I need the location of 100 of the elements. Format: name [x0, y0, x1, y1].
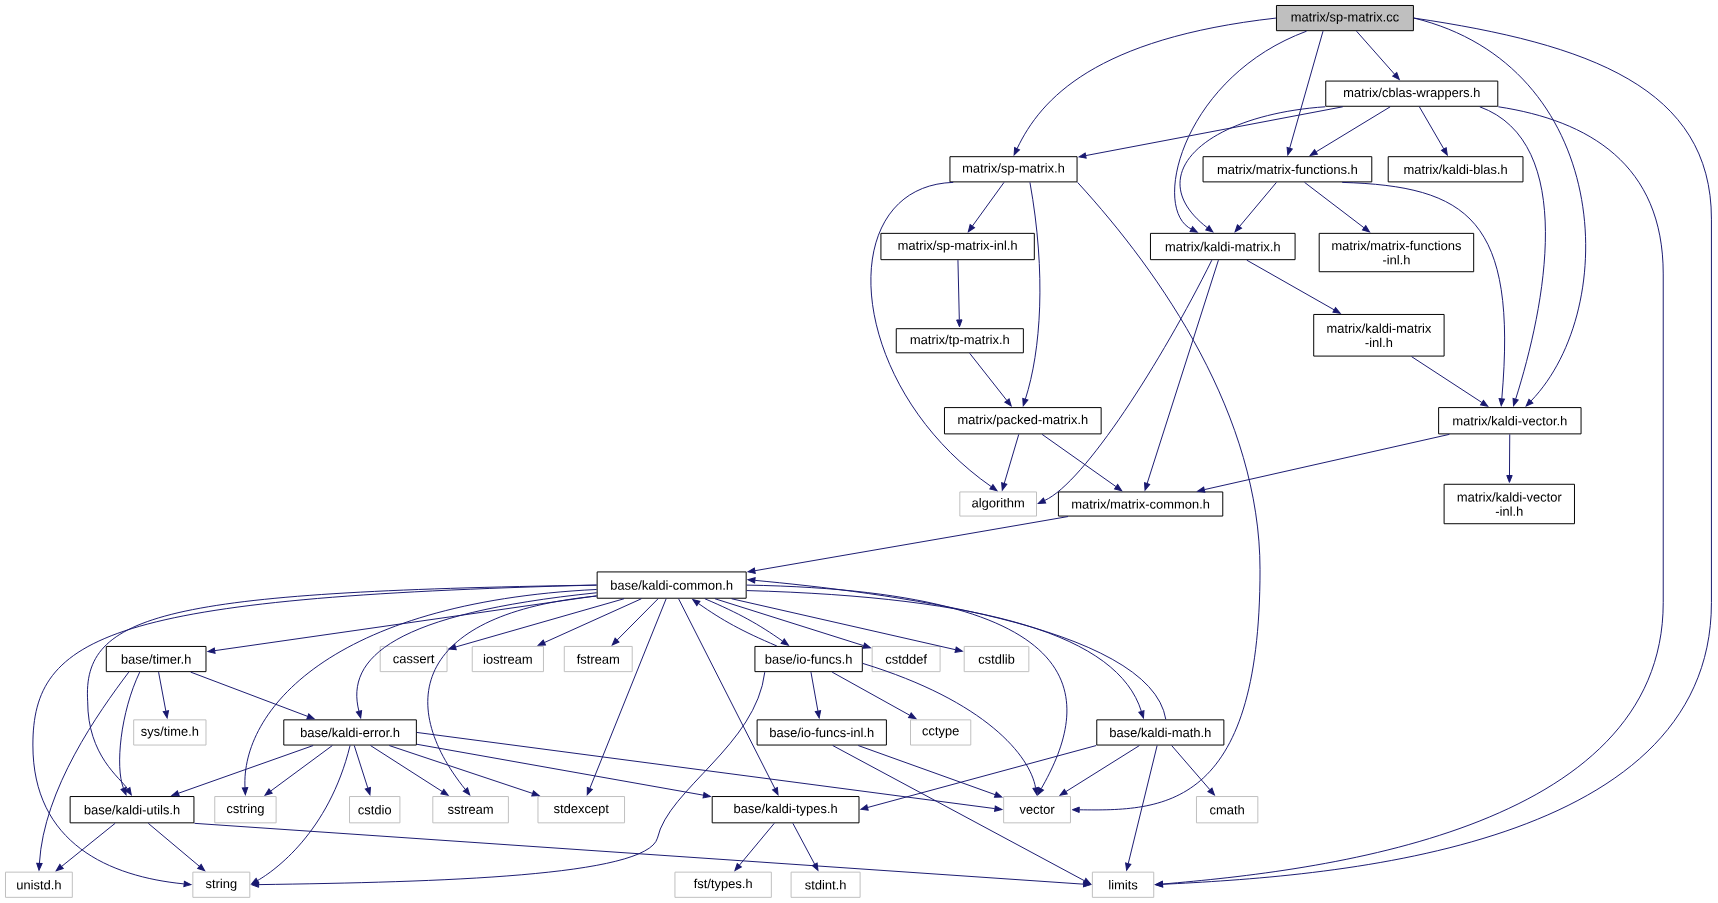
header-box: iostream: [471, 646, 544, 673]
file-box: matrix/kaldi-blas.h: [1387, 156, 1524, 183]
arrow: [831, 671, 917, 720]
header-box: cstdlib: [963, 646, 1030, 673]
arrow: [207, 595, 598, 654]
file-box: matrix/kaldi-vector.h: [1438, 407, 1582, 435]
arrow: [692, 599, 778, 647]
header-box: cmath: [1196, 796, 1259, 824]
arrow: [1506, 433, 1513, 483]
header-box: vector: [1003, 796, 1071, 824]
file-box: base/kaldi-types.h: [711, 796, 860, 824]
arrow: [1418, 106, 1448, 156]
header-box: algorithm: [959, 491, 1037, 517]
arrow: [427, 595, 598, 796]
arrow: [956, 259, 963, 328]
arrow: [1411, 356, 1489, 407]
arrow: [678, 598, 779, 796]
header-box: cstring: [214, 796, 277, 824]
file-box: base/timer.h: [105, 646, 207, 673]
file-box: base/kaldi-utils.h: [69, 796, 195, 824]
arrow: [537, 598, 642, 646]
header-box: cassert: [379, 646, 448, 673]
arrow: [731, 598, 963, 653]
file-box: matrix/sp-matrix-inl.h: [880, 232, 1035, 261]
file-box: matrix/matrix-common.h: [1057, 491, 1224, 517]
arrow: [416, 743, 711, 799]
arrow: [1125, 745, 1158, 871]
arrow: [1479, 106, 1546, 407]
header-box: unistd.h: [5, 871, 73, 898]
arrow: [792, 822, 819, 871]
arrow: [1356, 30, 1400, 81]
file-box: base/kaldi-error.h: [283, 719, 417, 746]
file-box: matrix/sp-matrix.h: [949, 156, 1078, 183]
arrow: [862, 663, 1039, 796]
file-box: base/io-funcs-inl.h: [756, 719, 887, 746]
arrow: [734, 822, 775, 872]
arrow: [264, 745, 333, 796]
file-box: matrix/kaldi-vector -inl.h: [1443, 483, 1575, 525]
header-box: stdexcept: [537, 796, 626, 824]
file-box: matrix/packed-matrix.h: [943, 407, 1102, 435]
arrow: [416, 732, 1003, 812]
selected-file-box: matrix/sp-matrix.cc: [1275, 5, 1414, 32]
arrow: [241, 589, 598, 796]
arrow: [119, 671, 141, 796]
arrow: [171, 745, 314, 797]
arrow: [704, 598, 789, 646]
header-box: stdint.h: [790, 871, 861, 898]
arrow: [353, 745, 371, 796]
arrow: [1041, 433, 1123, 492]
arrow: [1013, 17, 1277, 156]
arrow: [32, 584, 598, 888]
arrow: [190, 671, 315, 720]
arrow: [1286, 30, 1324, 156]
arrow: [747, 516, 1069, 574]
header-box: limits: [1091, 871, 1155, 898]
arrow: [1001, 433, 1020, 491]
arrow: [1197, 433, 1450, 493]
file-box: matrix/kaldi-matrix -inl.h: [1313, 314, 1445, 357]
arrow: [870, 181, 998, 492]
file-box: base/kaldi-common.h: [596, 571, 747, 599]
file-box: matrix/kaldi-matrix.h: [1149, 232, 1296, 261]
header-box: fstream: [563, 646, 633, 673]
header-box: fst/types.h: [674, 871, 772, 898]
arrow: [448, 598, 625, 651]
arrow: [1155, 106, 1664, 888]
arrow: [1022, 181, 1041, 407]
file-box: matrix/matrix-functions -inl.h: [1318, 232, 1475, 273]
arrow: [746, 584, 1068, 796]
arrow: [1304, 181, 1371, 233]
arrow: [586, 598, 667, 796]
arrow: [1078, 106, 1344, 159]
arrow: [147, 822, 206, 872]
arrow: [857, 745, 1003, 798]
arrow: [1144, 259, 1219, 491]
arrow: [355, 592, 598, 719]
arrow: [1234, 181, 1277, 233]
arrow: [193, 822, 1091, 888]
arrow: [1309, 106, 1391, 157]
arrow: [1179, 106, 1326, 233]
header-box: string: [192, 871, 251, 898]
arrow: [1341, 181, 1505, 407]
file-box: base/kaldi-math.h: [1096, 719, 1225, 746]
file-box: matrix/cblas-wrappers.h: [1325, 80, 1499, 107]
arrow: [1246, 259, 1341, 314]
arrow: [1171, 745, 1215, 796]
header-box: cctype: [910, 719, 972, 746]
arrow: [810, 671, 822, 719]
arrow: [1059, 745, 1140, 796]
arrow: [714, 598, 871, 649]
arrow: [158, 671, 170, 719]
header-box: cstddef: [871, 646, 941, 673]
arrow: [860, 745, 1097, 811]
header-box: sys/time.h: [133, 719, 207, 746]
header-box: cstdio: [349, 796, 401, 824]
arrow: [611, 598, 659, 646]
arrow: [55, 822, 116, 872]
header-box: sstream: [432, 796, 509, 824]
arrow: [36, 671, 130, 871]
arrow: [969, 352, 1012, 407]
arrow: [967, 181, 1005, 233]
